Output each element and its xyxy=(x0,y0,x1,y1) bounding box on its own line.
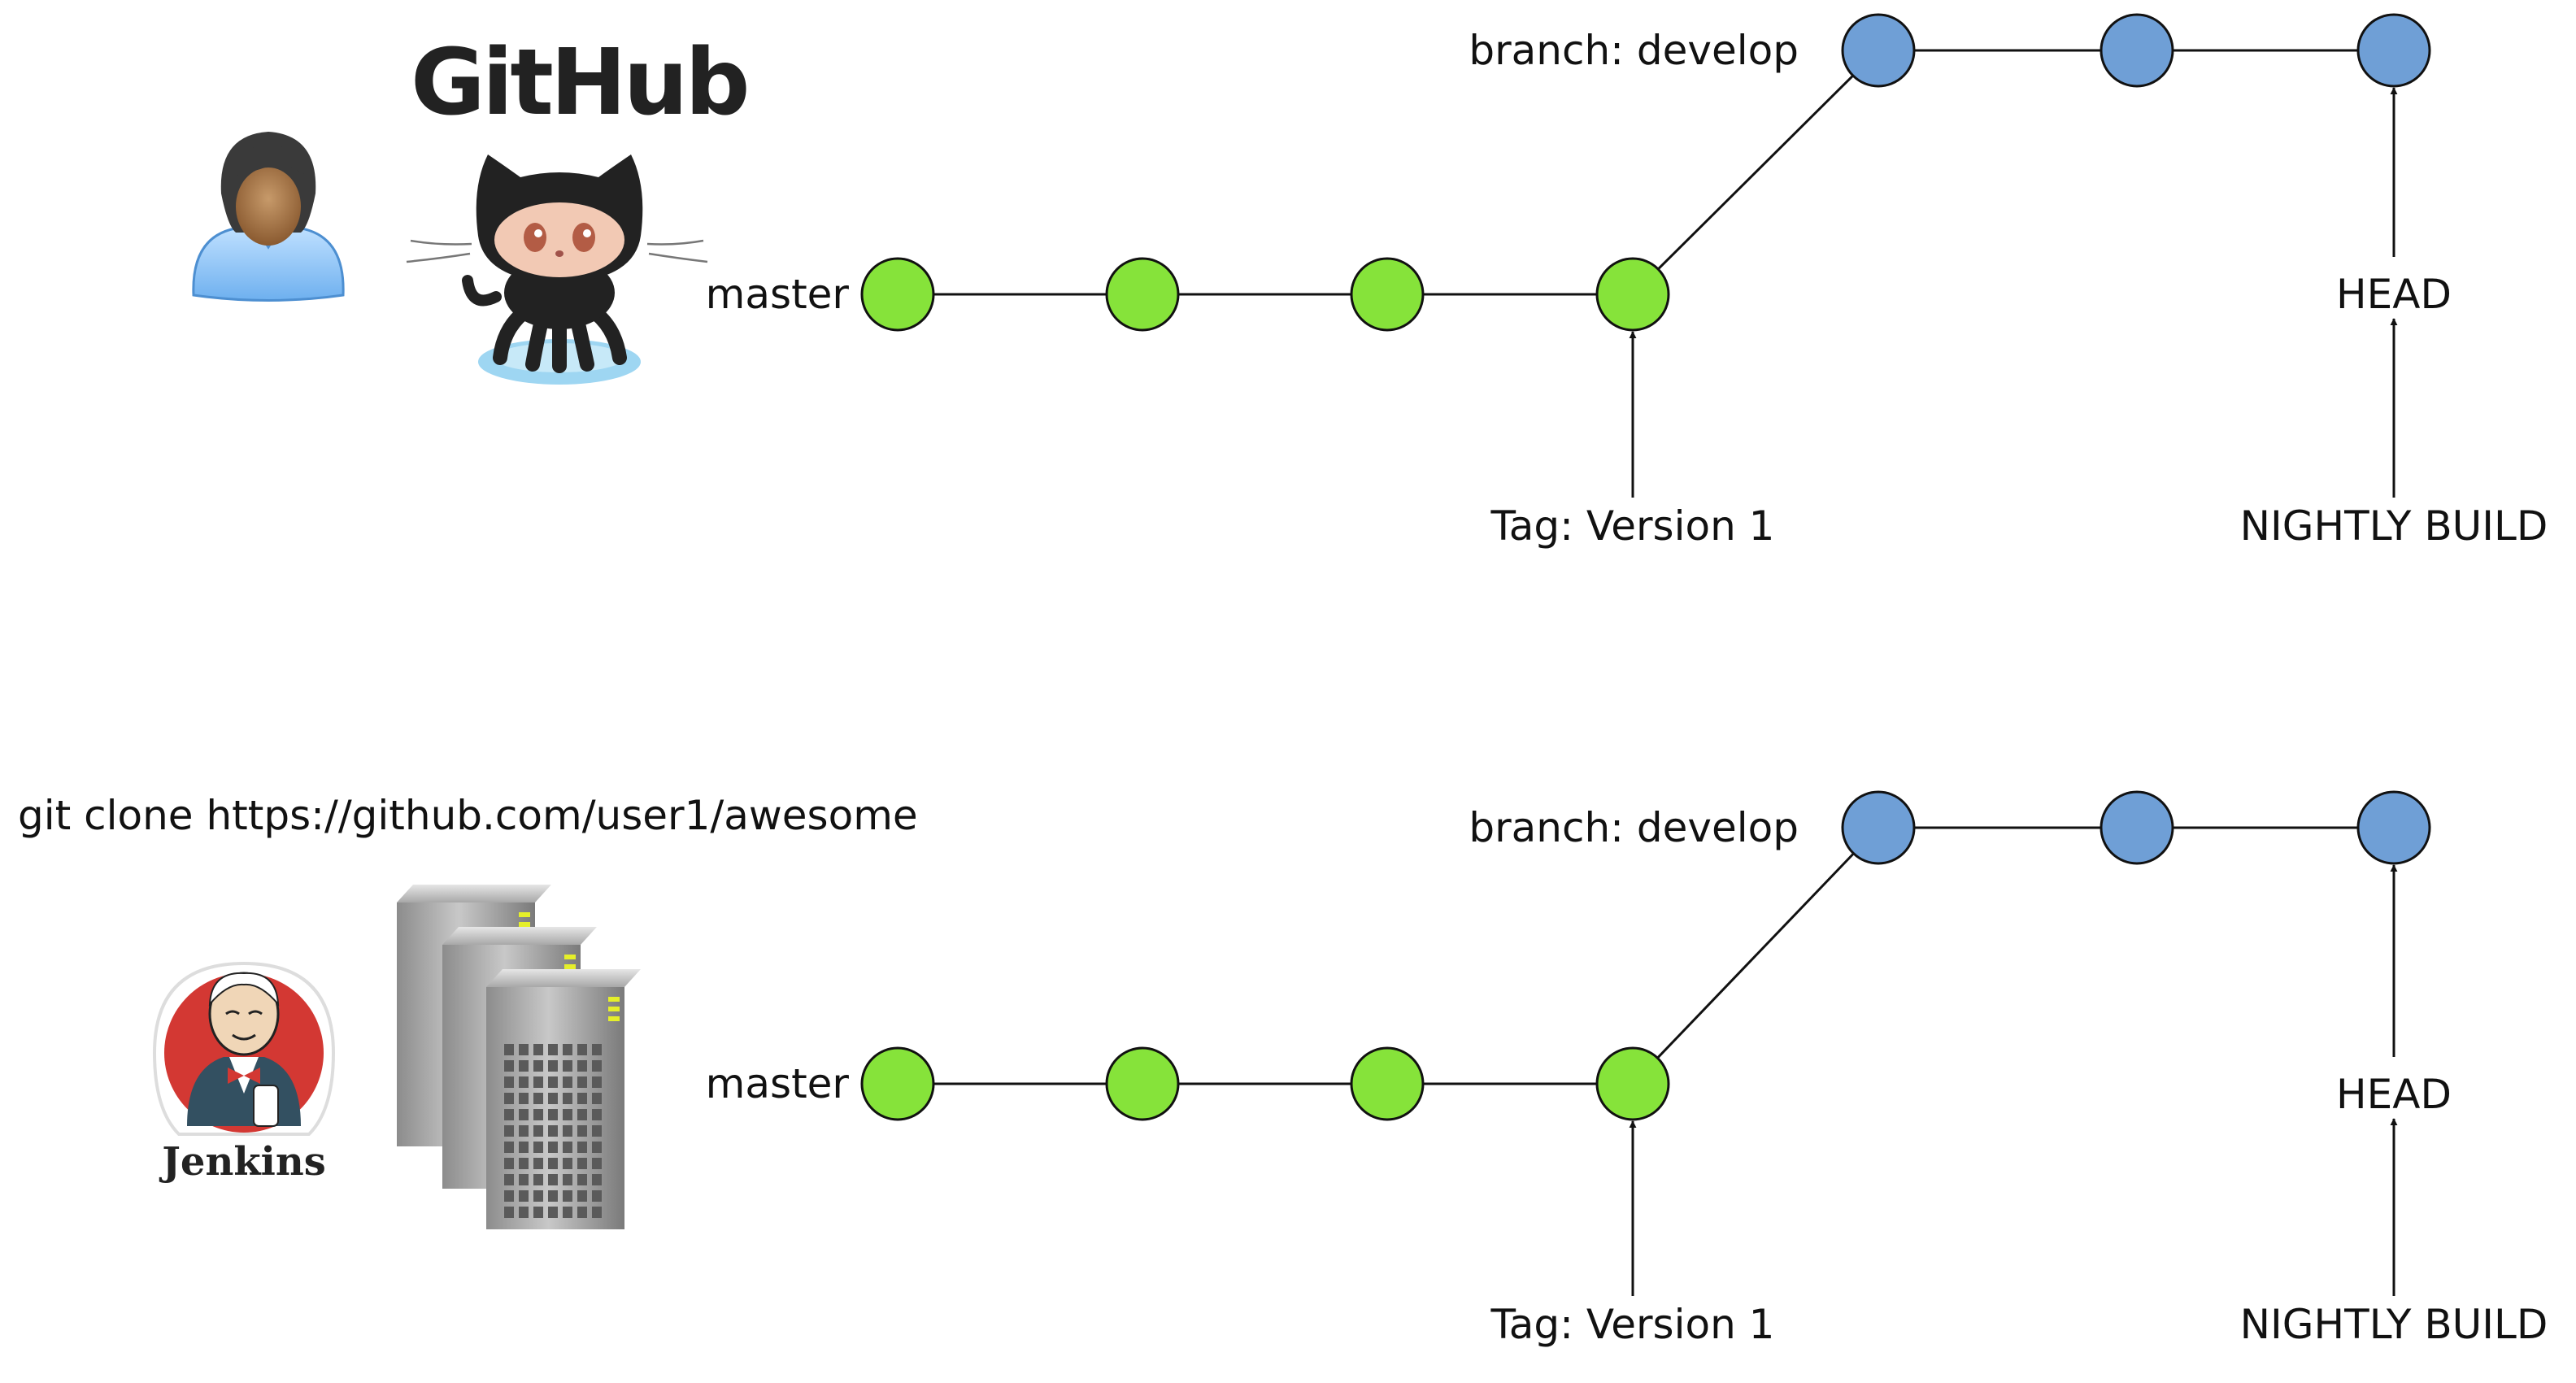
develop-commit-node xyxy=(1841,790,1916,865)
master-branch-label: master xyxy=(706,1060,850,1107)
nightly-build-label: NIGHTLY BUILD xyxy=(2240,1301,2548,1348)
master-commit-node xyxy=(860,257,935,332)
head-label: HEAD xyxy=(2336,271,2452,318)
master-commit-node xyxy=(1595,1046,1670,1121)
master-commit-node xyxy=(1105,1046,1180,1121)
user-avatar-icon xyxy=(192,132,345,302)
develop-commit-node xyxy=(2356,13,2431,88)
server-rack-stack-icon xyxy=(397,885,641,1229)
master-branch-label: master xyxy=(706,271,850,318)
master-commit-node xyxy=(860,1046,935,1121)
jenkins-wordmark: Jenkins xyxy=(159,1139,326,1185)
branch-fork-line xyxy=(1631,49,1880,296)
develop-commit-node xyxy=(2100,13,2174,88)
master-commit-node xyxy=(1105,257,1180,332)
master-commit-node xyxy=(1350,1046,1425,1121)
master-commit-node xyxy=(1350,257,1425,332)
nightly-build-label: NIGHTLY BUILD xyxy=(2240,502,2548,550)
tag-label: Tag: Version 1 xyxy=(1490,502,1775,550)
jenkins-logo: Jenkins xyxy=(152,961,336,1186)
branch-fork-line xyxy=(1631,826,1880,1085)
tag-label: Tag: Version 1 xyxy=(1490,1301,1775,1348)
head-label: HEAD xyxy=(2336,1071,2452,1118)
github-wordmark: GitHub xyxy=(411,30,747,136)
develop-commit-node xyxy=(2100,790,2174,865)
github-logo: GitHub xyxy=(406,30,751,385)
git-clone-command: git clone https://github.com/user1/aweso… xyxy=(18,792,918,839)
develop-commit-node xyxy=(1841,13,1916,88)
develop-branch-label: branch: develop xyxy=(1469,804,1799,851)
develop-branch-label: branch: develop xyxy=(1469,27,1799,74)
develop-commit-node xyxy=(2356,790,2431,865)
master-commit-node xyxy=(1595,257,1670,332)
